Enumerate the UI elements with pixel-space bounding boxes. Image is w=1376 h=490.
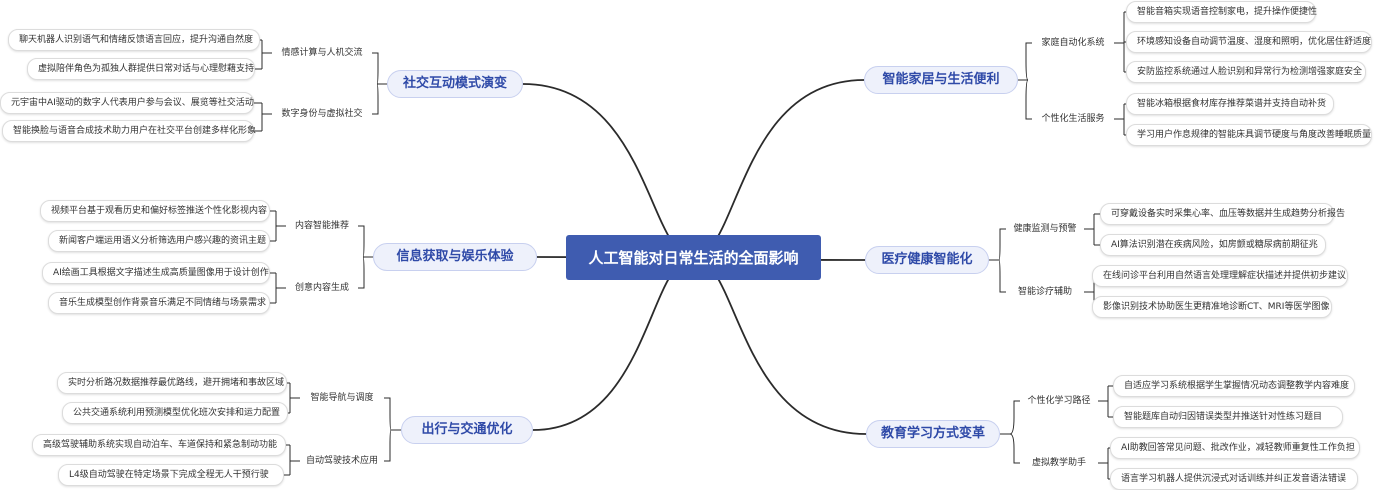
root-node[interactable]: 人工智能对日常生活的全面影响: [566, 235, 821, 280]
sub-connector: [989, 259, 1006, 293]
leaf-environment-sensing[interactable]: 环境感知设备自动调节温度、湿度和照明，优化居住舒适度: [1126, 31, 1372, 53]
sub-connector: [358, 225, 373, 258]
leaf-adaptive-learning[interactable]: 自适应学习系统根据学生掌握情况动态调整教学内容难度: [1113, 375, 1355, 397]
sub-connector: [358, 256, 373, 289]
leaf-security-monitoring[interactable]: 安防监控系统通过人脸识别和异常行为检测增强家庭安全: [1126, 61, 1366, 83]
sub-diagnosis-assist[interactable]: 智能诊疗辅助: [1006, 282, 1084, 302]
leaf-music-generation[interactable]: 音乐生成模型创作背景音乐满足不同情绪与场景需求: [48, 292, 270, 314]
sub-content-recommend[interactable]: 内容智能推荐: [286, 216, 358, 236]
sub-connector: [1018, 79, 1032, 120]
branch-connector: [532, 256, 694, 431]
leaf-wearables[interactable]: 可穿戴设备实时采集心率、血压等数据并生成趋势分析报告: [1100, 203, 1345, 225]
sub-connector: [989, 228, 1006, 261]
sub-navigation[interactable]: 智能导航与调度: [300, 388, 384, 408]
sub-emotion-computing[interactable]: 情感计算与人机交流: [272, 43, 372, 63]
branch-connector: [693, 79, 865, 259]
branch-transport[interactable]: 出行与交通优化: [401, 416, 533, 444]
leaf-route-recommend[interactable]: 实时分析路况数据推荐最优路线，避开拥堵和事故区域: [57, 372, 287, 394]
sub-connector: [372, 52, 387, 85]
leaf-video-recommend[interactable]: 视频平台基于观看历史和偏好标签推送个性化影视内容: [40, 200, 270, 222]
leaf-ai-ta[interactable]: AI助教回答常见问题、批改作业，减轻教师重复性工作负担: [1110, 437, 1360, 459]
leaf-adas[interactable]: 高级驾驶辅助系统实现自动泊车、车道保持和紧急制动功能: [32, 434, 286, 456]
sub-autonomous-driving[interactable]: 自动驾驶技术应用: [300, 451, 384, 471]
leaf-online-consult[interactable]: 在线问诊平台利用自然语言处理理解症状描述并提供初步建议: [1092, 265, 1348, 287]
sub-personal-services[interactable]: 个性化生活服务: [1032, 109, 1114, 129]
leaf-public-transit[interactable]: 公共交通系统利用预测模型优化班次安排和运力配置: [62, 402, 288, 424]
sub-connector: [384, 397, 401, 431]
sub-creative-generation[interactable]: 创意内容生成: [286, 278, 358, 298]
leaf-virtual-companion[interactable]: 虚拟陪伴角色为孤独人群提供日常对话与心理慰藉支持: [27, 58, 255, 80]
sub-connector: [1018, 42, 1032, 81]
leaf-faceswap[interactable]: 智能换脸与语音合成技术助力用户在社交平台创建多样化形象: [2, 120, 256, 142]
root-title: 人工智能对日常生活的全面影响: [588, 249, 799, 267]
leaf-image-recognition[interactable]: 影像识别技术协助医生更精准地诊断CT、MRI等医学图像: [1092, 296, 1332, 318]
leaf-smart-speaker[interactable]: 智能音箱实现语音控制家电，提升操作便捷性: [1126, 1, 1317, 23]
leaf-question-bank[interactable]: 智能题库自动归因错误类型并推送针对性练习题目: [1113, 406, 1343, 428]
branch-connector: [693, 256, 867, 435]
leaf-metaverse[interactable]: 元宇宙中AI驱动的数字人代表用户参与会议、展览等社交活动: [0, 92, 254, 114]
leaf-language-robot[interactable]: 语言学习机器人提供沉浸式对话训练并纠正发音语法错误: [1110, 468, 1358, 490]
branch-smart-home[interactable]: 智能家居与生活便利: [864, 66, 1018, 94]
leaf-ai-painting[interactable]: AI绘画工具根据文字描述生成高质量图像用于设计创作: [42, 262, 270, 284]
sub-connector: [1000, 400, 1020, 435]
leaf-smart-fridge[interactable]: 智能冰箱根据食材库存推荐菜谱并支持自动补货: [1126, 93, 1334, 115]
sub-digital-identity[interactable]: 数字身份与虚拟社交: [272, 104, 372, 124]
leaf-chatbot[interactable]: 聊天机器人识别语气和情绪反馈语言回应，提升沟通自然度: [8, 29, 260, 51]
branch-social[interactable]: 社交互动模式演变: [387, 70, 523, 98]
branch-info-entertainment[interactable]: 信息获取与娱乐体验: [373, 243, 537, 271]
sub-connector: [372, 83, 387, 115]
sub-connector: [384, 429, 401, 462]
leaf-l4-driving[interactable]: L4级自动驾驶在特定场景下完成全程无人干预行驶: [58, 464, 284, 486]
branch-healthcare[interactable]: 医疗健康智能化: [865, 246, 989, 274]
leaf-smart-bed[interactable]: 学习用户作息规律的智能床具调节硬度与角度改善睡眠质量: [1126, 124, 1372, 146]
sub-health-monitoring[interactable]: 健康监测与预警: [1006, 219, 1084, 239]
sub-home-automation[interactable]: 家庭自动化系统: [1032, 33, 1114, 53]
branch-education[interactable]: 教育学习方式变革: [866, 420, 1000, 448]
sub-personalized-learning[interactable]: 个性化学习路径: [1020, 391, 1098, 411]
sub-virtual-assistant[interactable]: 虚拟教学助手: [1020, 453, 1098, 473]
leaf-news-recommend[interactable]: 新闻客户端运用语义分析筛选用户感兴趣的资讯主题: [48, 230, 270, 252]
leaf-disease-risk[interactable]: AI算法识别潜在疾病风险，如房颤或糖尿病前期征兆: [1100, 234, 1326, 256]
branch-connector: [522, 83, 694, 259]
sub-connector: [1000, 433, 1020, 464]
